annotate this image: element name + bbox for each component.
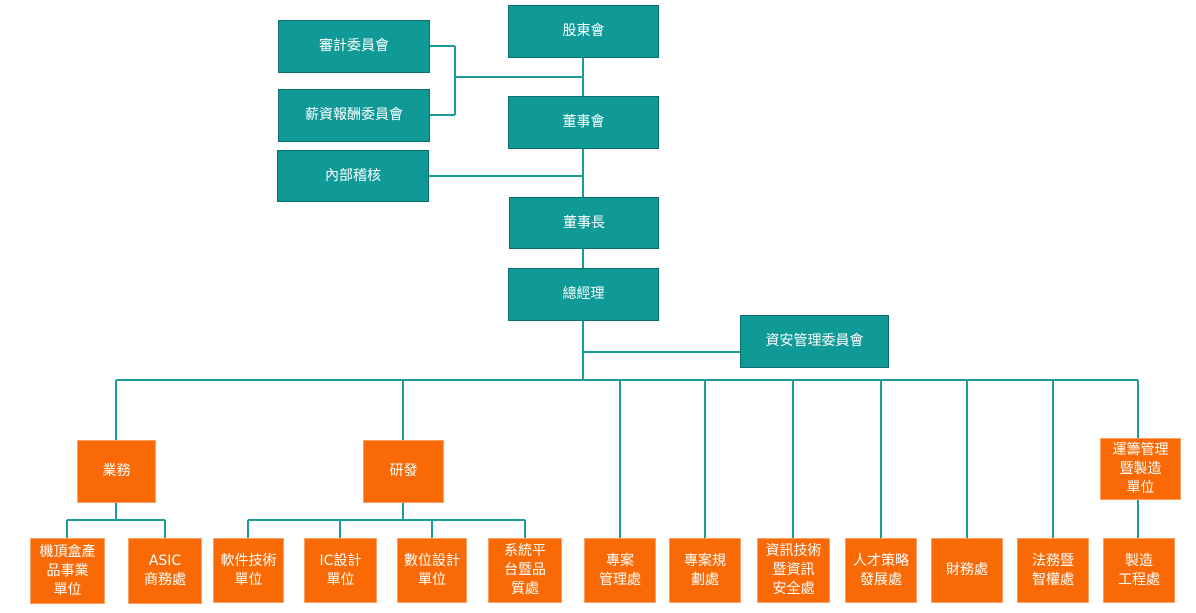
finance-box: 財務處 <box>931 538 1003 603</box>
talent-strategy-box: 人才策略 發展處 <box>845 538 917 603</box>
manufacturing-engineering-box: 製造 工程處 <box>1103 538 1175 603</box>
digital-design-unit-box: 數位設計 單位 <box>397 538 467 603</box>
ic-design-unit-box: IC設計 單位 <box>304 538 377 603</box>
system-platform-quality-box: 系統平 台暨品 質處 <box>488 538 562 603</box>
shareholders-box: 股東會 <box>508 5 659 58</box>
audit-committee-box: 審計委員會 <box>278 20 430 73</box>
it-security-box: 資訊技術 暨資訊 安全處 <box>757 538 830 603</box>
infosec-committee-box: 資安管理委員會 <box>740 315 889 368</box>
software-tech-unit-box: 軟件技術 單位 <box>213 538 284 603</box>
project-management-box: 專案 管理處 <box>584 538 656 603</box>
president-box: 總經理 <box>508 268 659 321</box>
chairman-box: 董事長 <box>509 197 659 249</box>
board-box: 董事會 <box>508 96 659 149</box>
internal-audit-box: 內部稽核 <box>277 150 429 202</box>
sales-division-box: 業務 <box>77 440 156 503</box>
legal-ip-box: 法務暨 智權處 <box>1017 538 1089 603</box>
rd-division-box: 研發 <box>363 440 444 503</box>
project-planning-box: 專案規 劃處 <box>669 538 741 603</box>
stb-product-unit-box: 機頂盒產 品事業 單位 <box>30 538 105 604</box>
compensation-committee-box: 薪資報酬委員會 <box>278 89 430 142</box>
operations-division-box: 運籌管理 暨製造 單位 <box>1100 438 1181 500</box>
asic-business-box: ASIC 商務處 <box>128 538 202 604</box>
